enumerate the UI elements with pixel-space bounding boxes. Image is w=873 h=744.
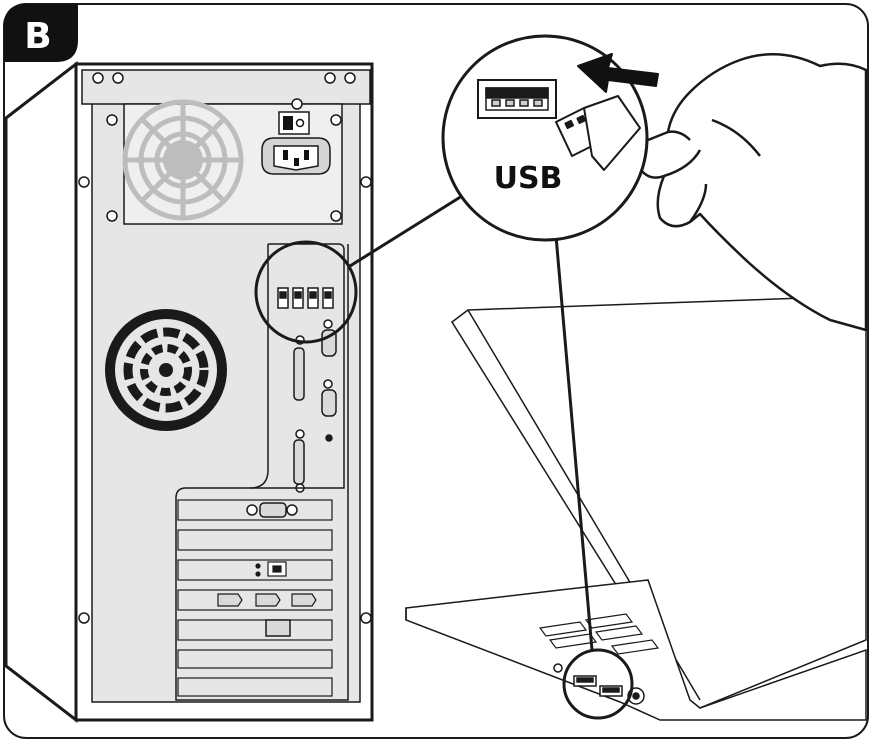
laptop <box>405 295 867 721</box>
tower-usb-magnifier <box>254 240 358 344</box>
legacy-ports-icon <box>293 329 337 485</box>
ethernet-port-icon <box>265 619 291 637</box>
usb-callout-label: USB <box>494 161 563 196</box>
vga-port-icon <box>246 502 298 518</box>
step-badge: B <box>4 4 78 62</box>
rear-usb-ports-icon <box>277 287 334 309</box>
audio-ports-icon <box>217 593 317 607</box>
pc-tower <box>4 60 374 724</box>
usb-port-icon <box>477 79 557 119</box>
laptop-keys <box>538 613 660 655</box>
usb-plug-icon <box>555 95 641 171</box>
laptop-usb-magnifier <box>562 648 634 720</box>
network-port-icon <box>255 561 287 577</box>
io-panel <box>175 243 349 701</box>
tower-side-panel <box>4 60 78 724</box>
arrow-left-icon <box>577 53 659 93</box>
power-socket-icon <box>261 137 331 175</box>
screw-icons <box>78 72 372 624</box>
case-fan-icon <box>105 309 227 431</box>
power-switch-icon <box>278 111 310 135</box>
step-label: B <box>24 16 51 57</box>
